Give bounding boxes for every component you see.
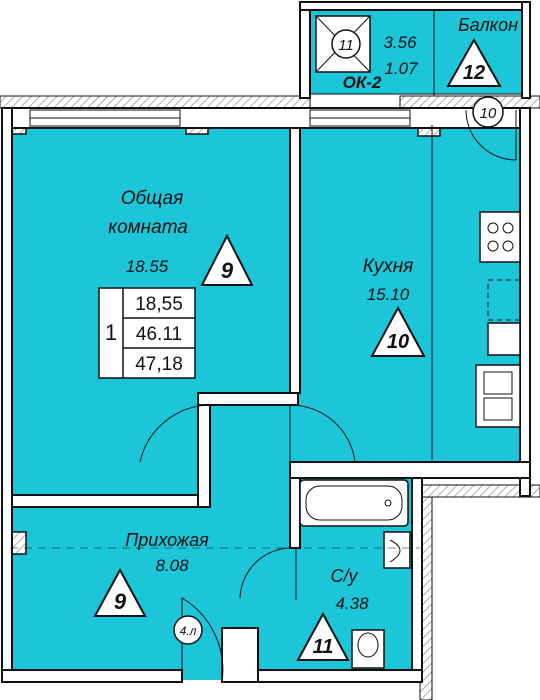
hallway-marker-label: 9 bbox=[114, 589, 127, 614]
left-wall bbox=[1, 107, 13, 681]
total-with-balcony-value: 47,18 bbox=[135, 354, 183, 375]
entry-circle-label: 4.л bbox=[180, 624, 197, 638]
balcony-circle-label: 11 bbox=[338, 37, 354, 54]
living-room-marker bbox=[200, 233, 254, 286]
washbasin bbox=[383, 531, 411, 569]
door-circle bbox=[472, 96, 504, 128]
stove bbox=[479, 211, 521, 263]
balcony-door-arc bbox=[465, 109, 517, 161]
kitchen-right-wall bbox=[519, 107, 531, 497]
kitchen-name: Кухня bbox=[363, 256, 414, 277]
balcony-marker bbox=[446, 37, 502, 87]
kitchen-area: 15.10 bbox=[367, 285, 410, 304]
interior-walls bbox=[1, 1, 531, 683]
entry-circle bbox=[173, 615, 203, 645]
bottom-wall-right bbox=[221, 627, 259, 683]
ok-label: ОК-2 bbox=[343, 73, 382, 92]
kitchen-marker bbox=[370, 305, 426, 357]
balcony-area-2: 1.07 bbox=[384, 59, 418, 78]
kitchen-bottom-wall bbox=[289, 461, 531, 479]
balcony-area-1: 3.56 bbox=[383, 33, 417, 52]
living-door-jamb bbox=[197, 392, 299, 406]
bottom-wall-left bbox=[1, 669, 183, 683]
kitchen-fixtures bbox=[475, 211, 521, 428]
balcony-right-wall bbox=[521, 1, 531, 99]
toilet bbox=[351, 629, 385, 669]
top-right-wall-hatch bbox=[399, 95, 540, 109]
entry-door-arc bbox=[181, 597, 224, 683]
hallway-name: Прихожая bbox=[125, 530, 209, 550]
living-door-arc bbox=[139, 404, 211, 463]
living-room-name-2: комната bbox=[108, 217, 188, 238]
total-area-value: 46.11 bbox=[136, 324, 182, 345]
bathroom-marker-label: 11 bbox=[313, 636, 334, 658]
bathroom-right-wall bbox=[411, 477, 423, 681]
living-door-arc-right bbox=[289, 404, 356, 463]
rooms-count: 1 bbox=[105, 320, 117, 345]
door-circle-label: 10 bbox=[480, 105, 497, 122]
balcony-left-wall bbox=[299, 1, 311, 99]
bottom-wall-bath bbox=[257, 669, 423, 683]
hallway-area: 8.08 bbox=[155, 556, 189, 575]
door-swings bbox=[139, 109, 517, 683]
living-kitchen-wall bbox=[289, 127, 301, 394]
balcony-top-wall bbox=[299, 1, 531, 11]
bathroom-area: 4.38 bbox=[335, 594, 369, 613]
balcony-marker-label: 12 bbox=[463, 62, 485, 84]
living-area-value: 18,55 bbox=[135, 294, 183, 315]
bathroom-door-arc bbox=[239, 547, 297, 599]
living-room-name-1: Общая bbox=[121, 188, 184, 209]
kitchen-sink bbox=[475, 364, 521, 428]
bathroom-left-wall bbox=[289, 477, 301, 549]
balcony-name: Балкон bbox=[458, 15, 518, 35]
fridge bbox=[487, 322, 521, 356]
living-bottom-wall-mid bbox=[197, 392, 211, 508]
kitchen-marker-label: 10 bbox=[387, 331, 409, 353]
bathroom-name: С/у bbox=[331, 566, 359, 586]
bathroom-fixtures bbox=[299, 479, 411, 669]
hallway-marker bbox=[93, 567, 147, 617]
balcony-circle bbox=[331, 29, 361, 59]
area-summary: 1 18,55 46.11 47,18 bbox=[98, 287, 196, 379]
bathtub bbox=[299, 479, 409, 527]
top-wall-hatch bbox=[0, 95, 311, 109]
living-room-marker-label: 9 bbox=[221, 258, 234, 283]
living-room-area: 18.55 bbox=[126, 257, 169, 276]
living-bottom-wall-left bbox=[11, 494, 209, 508]
bathroom-marker bbox=[296, 611, 350, 661]
